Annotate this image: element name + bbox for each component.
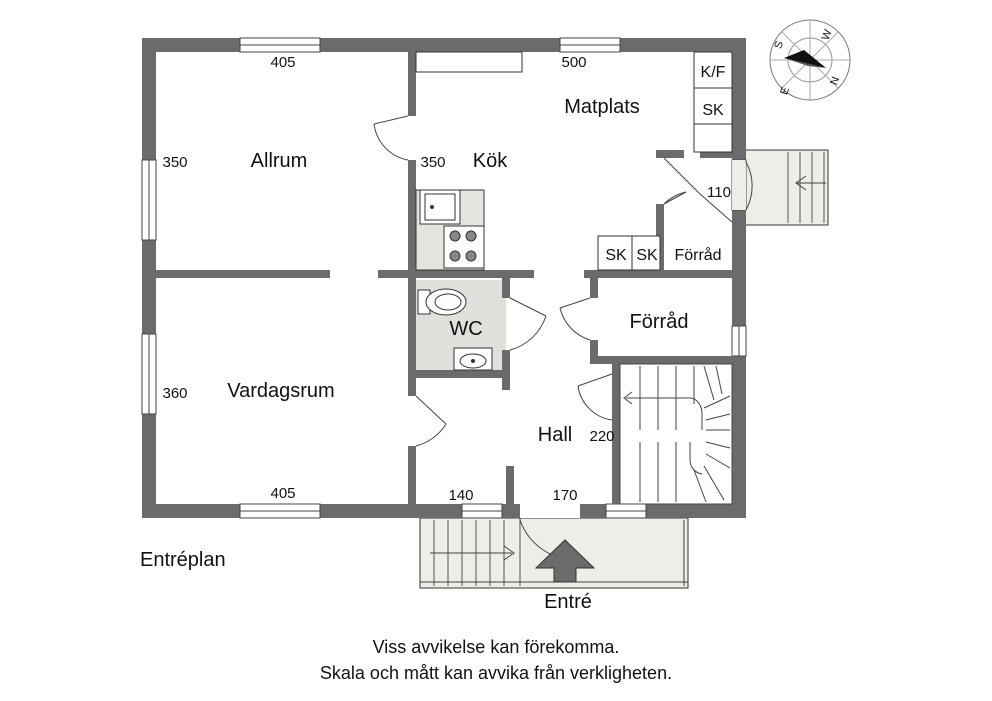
- room-label-allrum: Allrum: [251, 150, 308, 172]
- entrance-label: Entré: [544, 591, 592, 613]
- entrance-door-gap: [520, 504, 580, 518]
- dim-hall-c: 220: [589, 428, 614, 445]
- dim-kok-depth: 350: [420, 154, 445, 171]
- dim-allrum-depth: 350: [162, 154, 187, 171]
- label-sk-kitchen: SK: [702, 102, 724, 119]
- compass-letter-s: S: [772, 39, 786, 50]
- room-label-forrad-small: Förråd: [674, 246, 721, 264]
- room-label-hall: Hall: [538, 424, 572, 446]
- room-label-kok: Kök: [473, 150, 508, 172]
- toilet-icon: [417, 288, 467, 316]
- compass-letter-e: E: [778, 85, 792, 96]
- dim-allrum-width: 405: [270, 54, 295, 71]
- dim-hall-b: 170: [552, 487, 577, 504]
- disclaimer-line-2: Skala och mått kan avvika från verklighe…: [319, 663, 673, 683]
- label-sk-left: SK: [605, 247, 627, 264]
- dim-hall-a: 140: [448, 487, 473, 504]
- entrance-arrow-icon: [534, 539, 596, 583]
- sink-icon: [453, 347, 493, 371]
- kitchen-fittings: [415, 51, 733, 271]
- disclaimer-line-1: Viss avvikelse kan förekomma.: [372, 637, 620, 657]
- staircase: [619, 363, 733, 505]
- dim-entry-porch: 110: [707, 184, 731, 201]
- windows: [141, 37, 747, 519]
- door-swings: [373, 115, 733, 447]
- side-door-swing: [745, 160, 753, 211]
- dim-vardagsrum-width: 405: [270, 485, 295, 502]
- compass-letter-n: N: [828, 75, 842, 87]
- label-kf: K/F: [701, 64, 726, 81]
- level-label: Entréplan: [140, 549, 226, 571]
- room-label-matplats: Matplats: [564, 96, 640, 118]
- compass-letter-w: W: [820, 27, 835, 41]
- compass-icon: N E S W: [769, 19, 851, 101]
- room-label-vardagsrum: Vardagsrum: [227, 380, 334, 402]
- dim-vardagsrum-depth: 360: [162, 385, 187, 402]
- disclaimer: Viss avvikelse kan förekomma. Skala och …: [0, 634, 992, 686]
- closet-units: [597, 235, 661, 271]
- label-sk-right: SK: [636, 247, 658, 264]
- room-label-wc: WC: [449, 318, 482, 340]
- room-label-forrad-large: Förråd: [630, 311, 689, 333]
- side-door-gap: [732, 160, 746, 210]
- side-porch: [743, 149, 829, 226]
- dim-kok-width: 500: [561, 54, 586, 71]
